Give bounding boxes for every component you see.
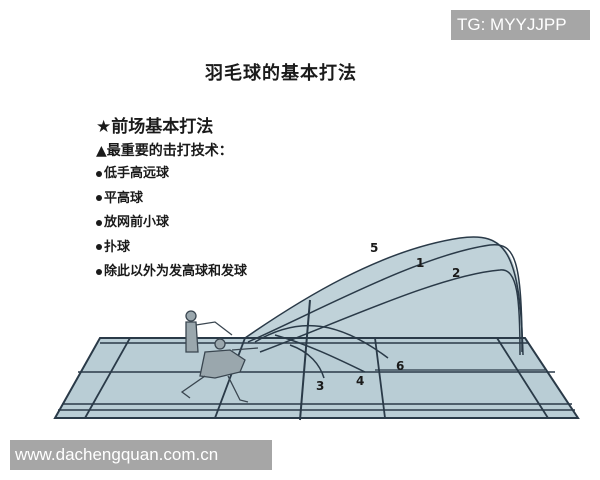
- court-floor: [53, 337, 580, 419]
- list-item: 除此以外为发高球和发球: [96, 262, 247, 287]
- bullet-icon: [96, 170, 102, 177]
- bullet-icon: [96, 195, 102, 201]
- list-item: 放网前小球: [96, 213, 247, 238]
- label-trajectory-5: 5: [370, 241, 379, 255]
- list-item: 平高球: [96, 189, 247, 214]
- label-trajectory-1: 1: [416, 256, 425, 270]
- page-title: 羽毛球的基本打法: [205, 63, 357, 84]
- technique-list: 低手高远球 平高球 放网前小球 扑球 除此以外为发高球和发球: [96, 164, 247, 287]
- trajectory-1: [247, 243, 523, 353]
- bullet-icon: [96, 219, 102, 226]
- section-heading: ★前场基本打法: [96, 112, 213, 137]
- trajectory-3: [289, 344, 325, 379]
- section-heading-text: 前场基本打法: [111, 117, 214, 137]
- watermark-bottom: www.dachengquan.com.cn: [10, 440, 272, 470]
- triangle-icon: ▲: [96, 143, 107, 159]
- net-post: [299, 299, 311, 421]
- trajectory-5: [244, 236, 524, 356]
- trajectory-6: [254, 324, 389, 359]
- label-trajectory-3: 3: [316, 379, 325, 393]
- list-item: 低手高远球: [96, 164, 247, 189]
- label-trajectory-4: 4: [356, 374, 365, 388]
- star-icon: ★: [96, 117, 112, 137]
- trajectory-4: [274, 334, 366, 373]
- sub-heading-text: 最重要的击打技术：: [106, 143, 233, 159]
- label-trajectory-6: 6: [396, 359, 405, 373]
- label-trajectory-2: 2: [452, 266, 461, 280]
- bullet-icon: [96, 244, 102, 250]
- trajectory-envelope: [245, 236, 523, 352]
- watermark-top: TG: MYYJJPP: [451, 10, 590, 40]
- sub-heading: ▲最重要的击打技术：: [96, 140, 233, 160]
- list-item: 扑球: [96, 238, 247, 263]
- bullet-icon: [96, 268, 102, 275]
- player-figures: [180, 310, 259, 403]
